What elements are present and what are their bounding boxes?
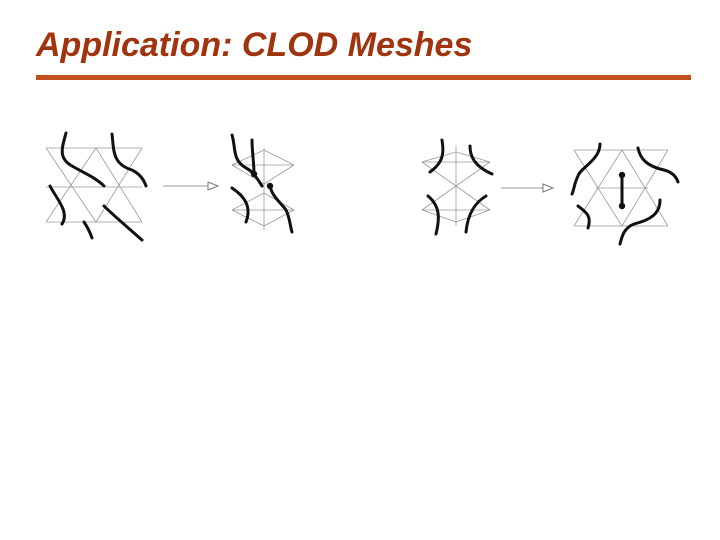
slide-title: Application: CLOD Meshes <box>36 26 473 64</box>
transform-arrow-1 <box>163 181 220 191</box>
title-underline <box>36 75 691 80</box>
boundary-curves <box>426 138 494 236</box>
mesh-panel-4 <box>570 142 680 246</box>
triangle-grid <box>231 148 295 230</box>
vertex-point <box>618 202 626 210</box>
triangle-grid <box>45 147 143 223</box>
transform-arrow-2 <box>501 183 555 193</box>
vertex-point <box>266 182 274 190</box>
boundary-curves <box>570 142 680 246</box>
mesh-panel-1 <box>45 131 148 242</box>
triangle-grid <box>421 146 491 226</box>
mesh-panel-2 <box>230 133 295 234</box>
vertex-point <box>618 171 626 179</box>
boundary-curves <box>48 131 148 242</box>
boundary-curves <box>230 133 294 234</box>
mesh-panel-3 <box>421 138 494 236</box>
vertex-point <box>250 170 258 178</box>
